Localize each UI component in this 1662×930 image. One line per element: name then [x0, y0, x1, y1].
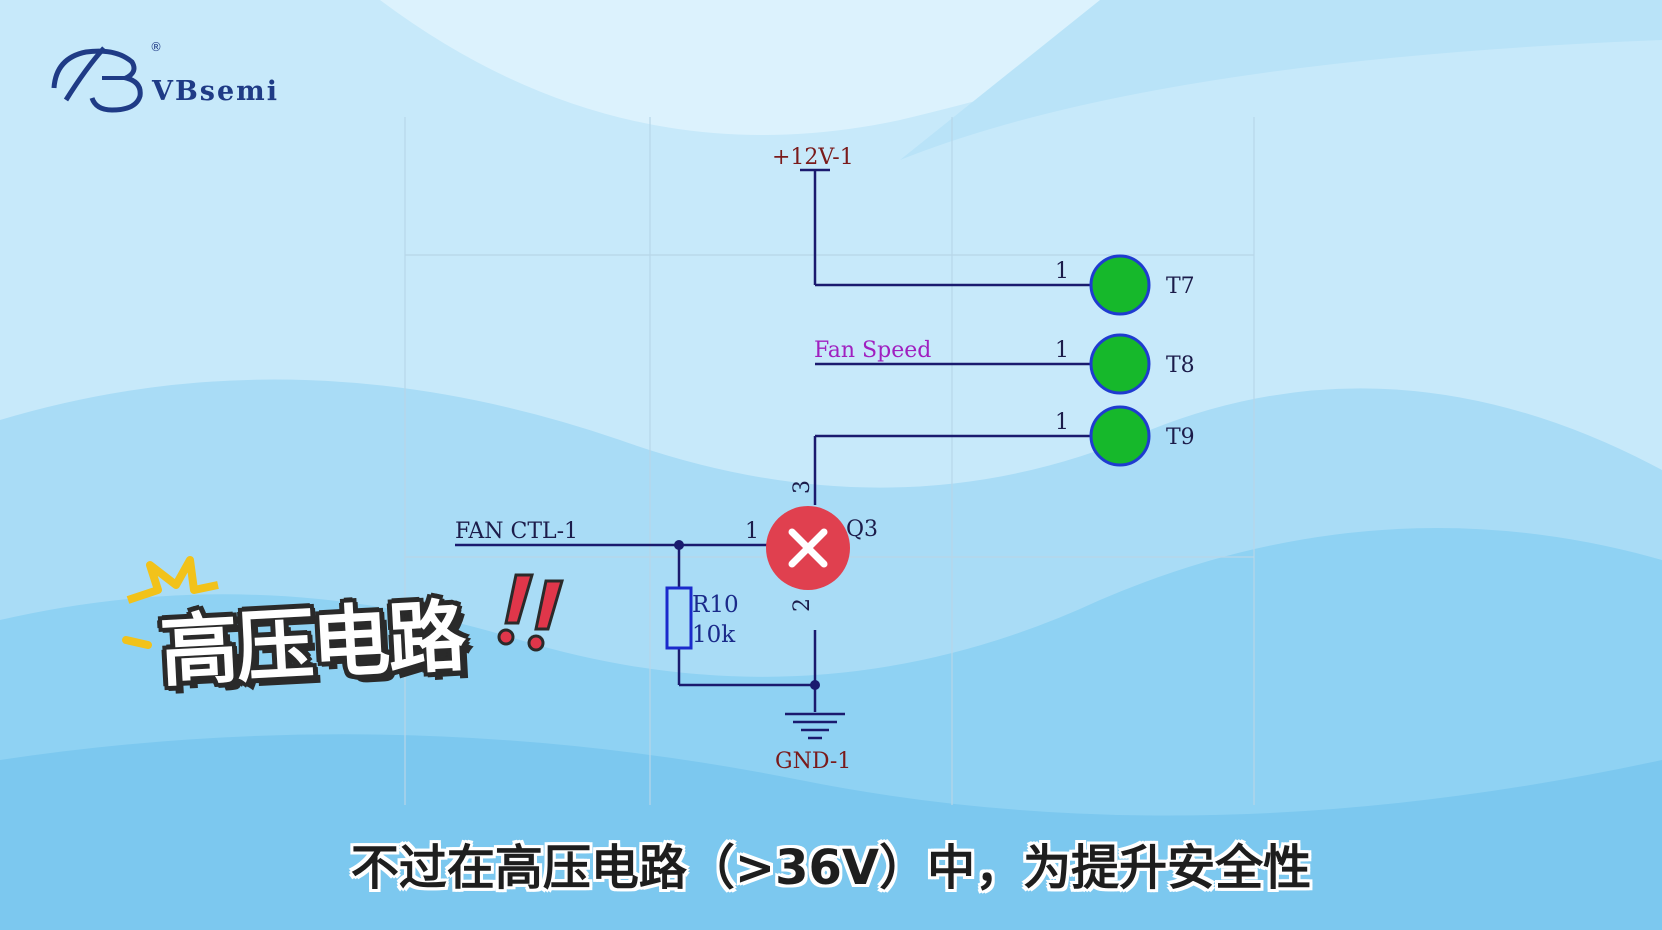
- resistor-value-label: 10k: [692, 622, 736, 648]
- test-point-t8: [1089, 333, 1151, 395]
- t8-pin-label: 1: [1055, 338, 1069, 363]
- t7-ref-label: T7: [1166, 274, 1195, 299]
- exclaim-marks: [497, 573, 564, 652]
- badge-burst: [122, 556, 564, 652]
- fan-speed-net-label: Fan Speed: [814, 338, 931, 363]
- ground-net-label: GND-1: [775, 749, 851, 774]
- q3-source-pin-label: 2: [790, 598, 815, 612]
- t9-ref-label: T9: [1166, 425, 1195, 450]
- high-voltage-badge-text: 高压电路: [158, 592, 467, 698]
- reject-icon: [766, 506, 850, 590]
- q3-drain-pin-label: 3: [790, 480, 815, 494]
- registered-mark: ®: [150, 40, 162, 54]
- power-net-label: +12V-1: [772, 145, 854, 170]
- wires: [455, 168, 1092, 740]
- vbsemi-logo: [51, 46, 143, 113]
- resistor-ref-label: R10: [692, 592, 739, 618]
- video-subtitle: 不过在高压电路（>36V）中，为提升安全性: [350, 840, 1312, 896]
- test-point-t9: [1089, 405, 1151, 467]
- resistor-body: [665, 586, 693, 650]
- junction-dot: [810, 680, 820, 690]
- junction-dot: [674, 540, 684, 550]
- t8-ref-label: T8: [1166, 353, 1195, 378]
- test-point-t7: [1089, 254, 1151, 316]
- q3-ref-label: Q3: [846, 517, 878, 542]
- brand-name: VBsemi: [152, 76, 279, 107]
- q3-gate-pin-label: 1: [745, 519, 759, 544]
- t7-pin-label: 1: [1055, 259, 1069, 284]
- t9-pin-label: 1: [1055, 410, 1069, 435]
- fan-ctl-net-label: FAN CTL-1: [455, 519, 578, 544]
